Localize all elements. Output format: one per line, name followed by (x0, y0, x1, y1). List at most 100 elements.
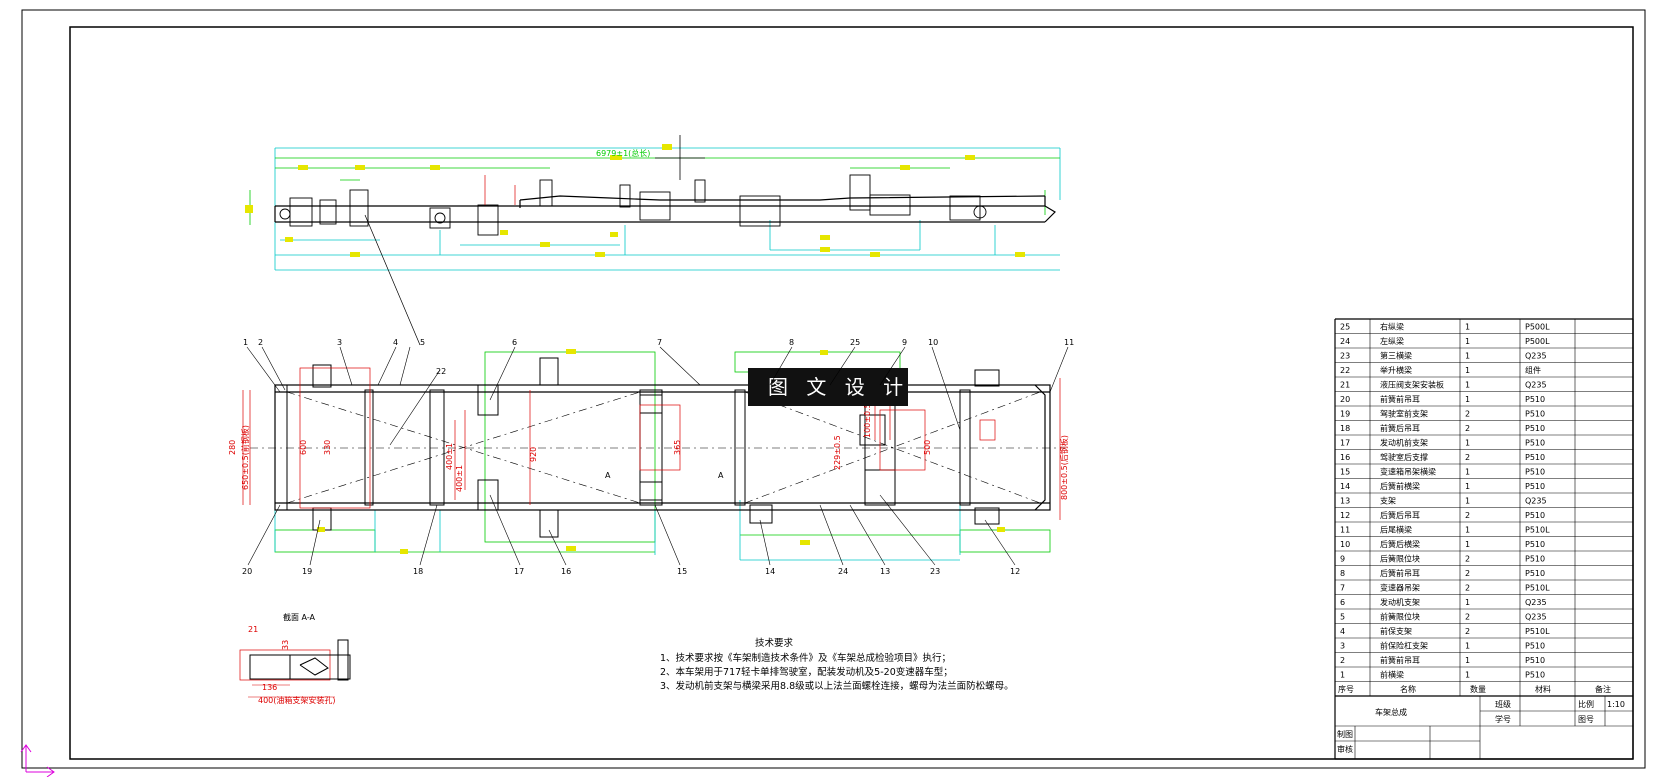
bom-cell-no: 14 (1340, 482, 1350, 491)
tech-item-1: 1、技术要求按《车架制造技术条件》及《车架总成检验项目》执行； (660, 652, 951, 664)
bom-cell-no: 9 (1340, 555, 1345, 564)
cut-label-right: A (718, 471, 724, 480)
bom-header-name: 名称 (1400, 684, 1416, 694)
bom-cell-qty: 1 (1465, 366, 1470, 375)
bom-header-no: 序号 (1338, 684, 1354, 694)
bom-cell-name: 变速器吊架 (1380, 583, 1420, 593)
bom-cell-mat: Q235 (1525, 381, 1547, 390)
ucs-icon (20, 744, 55, 777)
tech-title: 技术要求 (755, 637, 794, 649)
title-scale-label: 比例 (1578, 699, 1594, 709)
bom-header-remark: 备注 (1595, 684, 1611, 694)
bom-cell-no: 2 (1340, 656, 1345, 665)
bom-cell-mat: P510 (1525, 395, 1545, 404)
bom-cell-name: 后簧后吊耳 (1380, 510, 1420, 520)
bom-cell-name: 液压阀支架安装板 (1380, 380, 1444, 390)
bom-cell-mat: P510 (1525, 569, 1545, 578)
callout-17: 17 (514, 567, 524, 576)
outer-border (21, 9, 1646, 769)
bom-cell-mat: P510 (1525, 410, 1545, 419)
bom-cell-qty: 1 (1465, 671, 1470, 680)
bom-cell-mat: P510 (1525, 468, 1545, 477)
bom-cell-qty: 1 (1465, 323, 1470, 332)
bom-cell-qty: 1 (1465, 439, 1470, 448)
dim-500: 500 (923, 440, 932, 455)
section-dim-33: 33 (281, 640, 290, 650)
bom-cell-no: 3 (1340, 642, 1345, 651)
bom-cell-mat: P510 (1525, 424, 1545, 433)
bom-cell-qty: 1 (1465, 395, 1470, 404)
callout-24: 24 (838, 567, 848, 576)
callout-11: 11 (1064, 338, 1074, 347)
dim-rear-width: 800±0.5(后钢板) (1059, 435, 1069, 500)
section-a-a: 截面 A-A 21 33 136 400(油箱支架安装孔) (248, 612, 351, 705)
bom-cell-mat: P510 (1525, 482, 1545, 491)
callout-5: 5 (420, 338, 425, 347)
section-title: 截面 A-A (283, 612, 316, 622)
bom-cell-name: 后簧后横梁 (1380, 539, 1420, 549)
bom-cell-no: 8 (1340, 569, 1345, 578)
bom-cell-qty: 1 (1465, 598, 1470, 607)
bom-cell-name: 右纵梁 (1380, 322, 1404, 332)
bom-cell-qty: 1 (1465, 526, 1470, 535)
bom-cell-name: 驾驶室后支撑 (1380, 452, 1428, 462)
bom-cell-no: 4 (1340, 627, 1345, 636)
bom-cell-mat: P510L (1525, 526, 1550, 535)
bom-cell-name: 第三横梁 (1380, 351, 1412, 361)
bom-cell-name: 前簧前吊耳 (1380, 394, 1420, 404)
bom-cell-no: 17 (1340, 439, 1350, 448)
bom-cell-mat: Q235 (1525, 598, 1547, 607)
dim-330: 330 (323, 440, 332, 455)
bom-cell-name: 举升横梁 (1380, 365, 1412, 375)
bom-cell-no: 10 (1340, 540, 1350, 549)
bom-cell-mat: Q235 (1525, 352, 1547, 361)
bom-cell-mat: P510 (1525, 439, 1545, 448)
section-dim-400: 400(油箱支架安装孔) (258, 695, 336, 705)
bom-cell-name: 后簧限位块 (1380, 554, 1420, 564)
bom-cell-mat: P510L (1525, 627, 1550, 636)
bom-cell-name: 后尾横梁 (1380, 525, 1412, 535)
callout-15: 15 (677, 567, 687, 576)
bom-cell-name: 前保支架 (1380, 626, 1412, 636)
callout-16: 16 (561, 567, 571, 576)
cut-label-left: A (605, 471, 611, 480)
bom-cell-no: 21 (1340, 381, 1350, 390)
bom-cell-name: 变速箱吊架横梁 (1380, 467, 1436, 477)
title-drawing-no-label: 图号 (1578, 715, 1594, 724)
bom-cell-no: 15 (1340, 468, 1350, 477)
bom-cell-qty: 1 (1465, 381, 1470, 390)
bom-cell-mat: 组件 (1525, 365, 1541, 375)
callout-20: 20 (242, 567, 252, 576)
bom-cell-name: 驾驶室前支架 (1380, 409, 1428, 419)
dim-100: 100±0.5 (863, 403, 872, 438)
bom-cell-name: 发动机前支架 (1380, 438, 1428, 448)
bom-cell-qty: 1 (1465, 468, 1470, 477)
bom-cell-name: 前簧前吊耳 (1380, 655, 1420, 665)
watermark: 图 文 设 计 (748, 368, 908, 406)
callout-2: 2 (258, 338, 263, 347)
dim-front-width: 650±0.5(前钢板) (240, 425, 250, 490)
dim-overall: 6979±1(总长) (596, 148, 650, 158)
top-view: 650±0.5(前钢板) 800±0.5(后钢板) 920 280 330 60… (228, 349, 1069, 681)
bom-cell-no: 12 (1340, 511, 1350, 520)
bom-cell-name: 支架 (1380, 496, 1396, 506)
callout-22: 22 (436, 367, 446, 376)
bom-cell-qty: 2 (1465, 410, 1470, 419)
bom-cell-name: 后簧前横梁 (1380, 481, 1420, 491)
bom-cell-name: 后簧前吊耳 (1380, 568, 1420, 578)
bom-cell-qty: 1 (1465, 482, 1470, 491)
title-assembly: 车架总成 (1375, 707, 1407, 717)
callout-25: 25 (850, 338, 860, 347)
bom-cell-qty: 2 (1465, 627, 1470, 636)
callout-9: 9 (902, 338, 907, 347)
bom-cell-qty: 1 (1465, 337, 1470, 346)
bom-cell-mat: Q235 (1525, 497, 1547, 506)
bom-cell-no: 24 (1340, 337, 1350, 346)
bom-cell-no: 22 (1340, 366, 1350, 375)
tech-requirements: 技术要求 1、技术要求按《车架制造技术条件》及《车架总成检验项目》执行； 2、本… (660, 637, 1014, 692)
title-class-label: 班级 (1495, 699, 1511, 709)
callouts-bottom (247, 494, 1016, 566)
bom-cell-no: 5 (1340, 613, 1345, 622)
